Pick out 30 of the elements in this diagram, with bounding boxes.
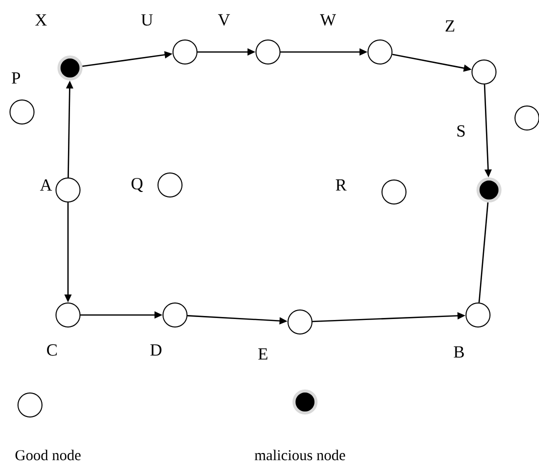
good-node-circle <box>472 60 496 84</box>
good-node-circle <box>466 302 490 328</box>
node-label: W <box>320 14 336 26</box>
node-label: P <box>12 72 20 84</box>
node-label: S <box>457 125 465 137</box>
node-label: C <box>47 344 57 356</box>
good-node-circle <box>56 178 80 202</box>
good-node-circle <box>162 302 188 328</box>
good-node-circle <box>368 40 392 64</box>
node-label: D <box>150 344 162 356</box>
malicious-node-dot <box>58 56 82 80</box>
node-label: X <box>35 14 47 26</box>
good-node-circle <box>158 172 182 198</box>
malicious-node-dot <box>476 178 502 202</box>
good-node-circle <box>10 100 34 124</box>
good-node-circle <box>172 40 198 64</box>
node-label: R <box>336 179 347 191</box>
node-label: Q <box>132 178 143 192</box>
good-node-circle <box>382 180 406 204</box>
node-label: B <box>454 346 464 358</box>
node-label: A <box>40 179 52 191</box>
node-label: U <box>141 14 153 26</box>
legend-text: malicious node <box>254 450 346 460</box>
good-node-circle <box>56 302 80 328</box>
good-node-circle <box>288 309 312 334</box>
legend-text: Good node <box>16 450 81 460</box>
node-label: E <box>258 348 268 360</box>
node-label: V <box>218 14 230 26</box>
good-node-circle <box>256 40 280 64</box>
node-label: Z <box>446 20 454 32</box>
